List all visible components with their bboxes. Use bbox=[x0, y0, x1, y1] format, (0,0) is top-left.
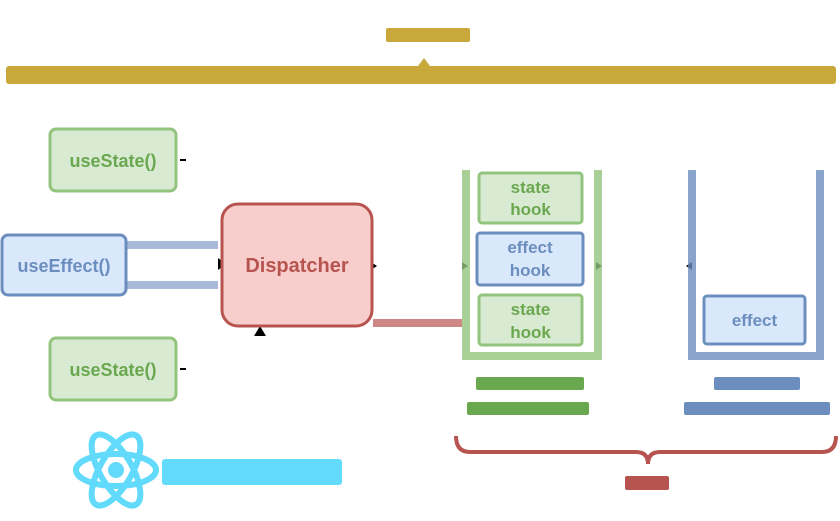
stack-captions bbox=[467, 377, 830, 415]
render-bar-notch bbox=[418, 58, 430, 66]
effects-stack-caption-line1 bbox=[714, 377, 800, 390]
use-effect-hook: useEffect() bbox=[0, 233, 128, 297]
stack-item-line2: hook bbox=[510, 261, 551, 280]
dispatcher-node: Dispatcher bbox=[220, 202, 374, 328]
dispatcher-label: Dispatcher bbox=[245, 255, 349, 277]
fiber-bracket bbox=[454, 435, 838, 490]
effects-stack: effect bbox=[688, 170, 824, 360]
use-state-hook-top: useState() bbox=[48, 127, 178, 193]
use-state-label-top: useState() bbox=[69, 151, 156, 171]
effects-stack-item-label: effect bbox=[732, 311, 778, 330]
hooks-stack-caption-line1 bbox=[476, 377, 584, 390]
stack-item-line2: hook bbox=[510, 323, 551, 342]
stack-item-line1: state bbox=[511, 178, 551, 197]
stack-item-line1: state bbox=[511, 300, 551, 319]
stack-item-line2: hook bbox=[510, 200, 551, 219]
react-logo-icon bbox=[73, 431, 159, 509]
use-state-label-bottom: useState() bbox=[69, 360, 156, 380]
use-effect-label: useEffect() bbox=[17, 256, 110, 276]
stack-item-state-hook-top: state hook bbox=[477, 171, 584, 225]
stack-item-line1: effect bbox=[507, 238, 553, 257]
use-state-hook-bottom: useState() bbox=[48, 336, 178, 402]
hooks-stack-caption-line2 bbox=[467, 402, 589, 415]
render-bar bbox=[6, 28, 836, 84]
hooks-stack: state hook effect hook state hook bbox=[462, 170, 602, 360]
stack-item-effect-hook: effect hook bbox=[475, 231, 585, 287]
effects-stack-item: effect bbox=[702, 294, 807, 346]
stack-item-state-hook-bottom: state hook bbox=[477, 293, 584, 347]
react-hooks-title-mark bbox=[162, 459, 342, 485]
fiber-caption bbox=[625, 476, 669, 490]
connectors bbox=[127, 159, 692, 370]
render-label-mark bbox=[386, 28, 470, 42]
effects-stack-caption-line2 bbox=[684, 402, 830, 415]
render-timeline-bar bbox=[6, 66, 836, 84]
